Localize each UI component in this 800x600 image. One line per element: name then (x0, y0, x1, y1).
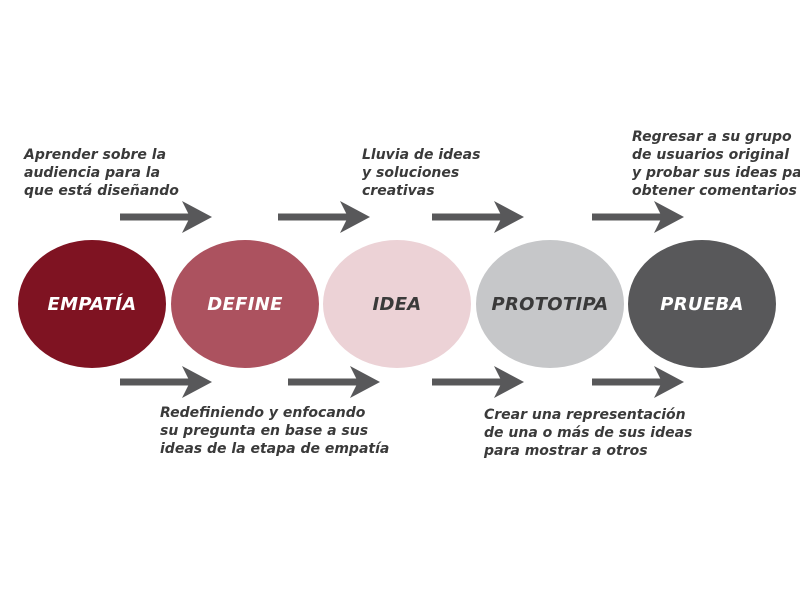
note-line: que está diseñando (24, 183, 179, 199)
arrow-top-define (278, 201, 370, 233)
arrow-bottom-idea (432, 366, 524, 398)
stage-prototipa: PROTOTIPA (476, 240, 624, 368)
note-line: Lluvia de ideas (362, 147, 481, 163)
stage-label: PROTOTIPA (491, 293, 609, 315)
note-line: creativas (362, 183, 435, 199)
note-line: Crear una representación (484, 407, 686, 423)
note-line: de una o más de sus ideas (484, 425, 693, 441)
arrow-top-prototipa (592, 201, 684, 233)
stage-define: DEFINE (171, 240, 319, 368)
arrow-top-idea (432, 201, 524, 233)
stage-empatia: EMPATÍA (18, 240, 166, 368)
stage-label: PRUEBA (660, 293, 744, 315)
note-line: su pregunta en base a sus (160, 423, 369, 439)
stage-label: EMPATÍA (47, 293, 137, 315)
arrow-top-empatia (120, 201, 212, 233)
stage-prueba: PRUEBA (628, 240, 776, 368)
note-line: Aprender sobre la (24, 147, 167, 163)
arrow-bottom-define (288, 366, 380, 398)
note-line: ideas de la etapa de empatía (160, 441, 390, 457)
note-prueba: Regresar a su grupo de usuarios original… (632, 128, 800, 200)
note-line: para mostrar a otros (484, 443, 648, 459)
arrow-bottom-empatia (120, 366, 212, 398)
note-empatia: Aprender sobre la audiencia para la que … (24, 146, 179, 200)
arrow-bottom-prototipa (592, 366, 684, 398)
stage-label: DEFINE (207, 293, 283, 315)
note-define: Redefiniendo y enfocando su pregunta en … (160, 404, 389, 458)
stage-label: IDEA (372, 293, 422, 315)
note-line: audiencia para la (24, 165, 161, 181)
note-line: obtener comentarios (632, 183, 797, 199)
note-line: de usuarios original (632, 147, 789, 163)
note-line: Regresar a su grupo (632, 129, 792, 145)
note-line: Redefiniendo y enfocando (160, 405, 366, 421)
note-line: y soluciones (362, 165, 460, 181)
note-prototipa: Crear una representación de una o más de… (484, 406, 692, 460)
note-line: y probar sus ideas para (632, 165, 800, 181)
note-idea: Lluvia de ideas y soluciones creativas (362, 146, 480, 200)
stage-idea: IDEA (323, 240, 471, 368)
